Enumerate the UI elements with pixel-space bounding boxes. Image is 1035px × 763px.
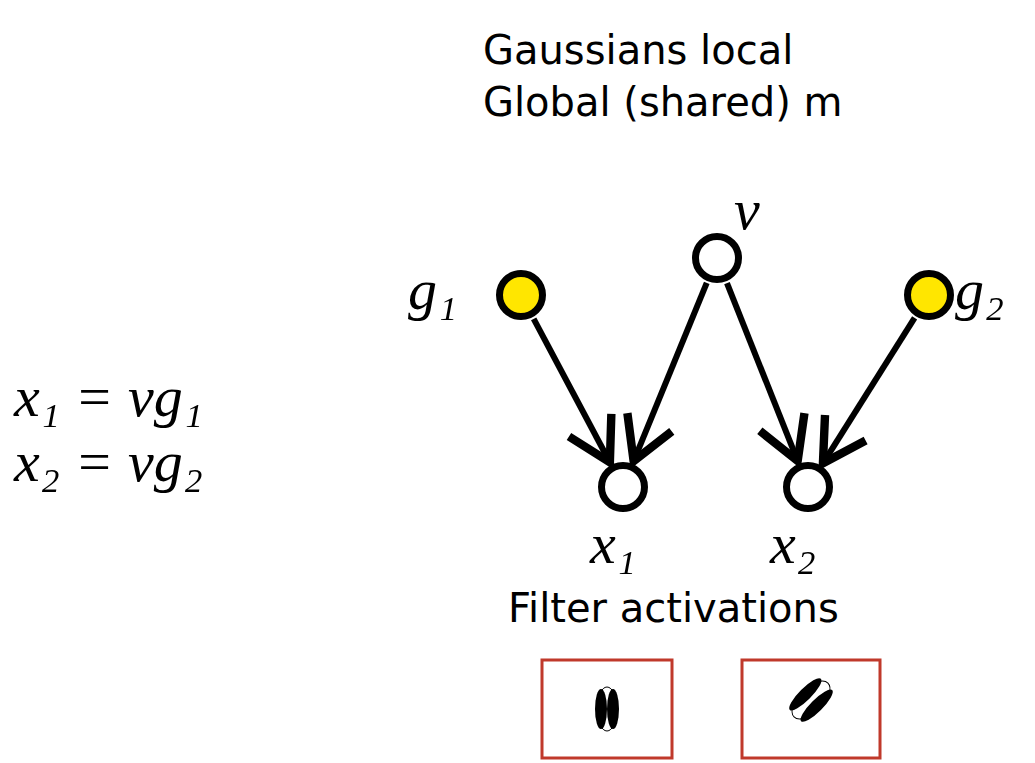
dependency-arrow (634, 283, 707, 461)
filter-frame (742, 660, 880, 758)
filter-blob-group (784, 673, 838, 727)
dependency-arrow (823, 318, 915, 463)
node-label: x₁ (590, 512, 636, 576)
node-label: g₂ (955, 258, 1004, 322)
heading-text: Gaussians local (483, 28, 793, 72)
node-label: x₂ (770, 512, 816, 576)
shared-multiplier-node: v (692, 233, 742, 283)
observed-node: x₁ (598, 462, 648, 512)
latent-gaussian-node: g₁ (496, 270, 546, 320)
node-label: g₁ (408, 258, 457, 322)
latent-gaussian-node: g₂ (904, 270, 954, 320)
observed-node: x₂ (783, 462, 833, 512)
heading-text: Global (shared) m (483, 80, 842, 124)
dependency-arrow (727, 283, 798, 461)
dependency-arrow (534, 319, 610, 462)
node-label: v (734, 178, 760, 242)
equation: x₁ = vg₁ (14, 365, 203, 429)
filter-frame (542, 660, 672, 758)
caption-text: Filter activations (508, 586, 839, 630)
filter-outline (597, 687, 617, 731)
equation: x₂ = vg₂ (14, 430, 203, 494)
